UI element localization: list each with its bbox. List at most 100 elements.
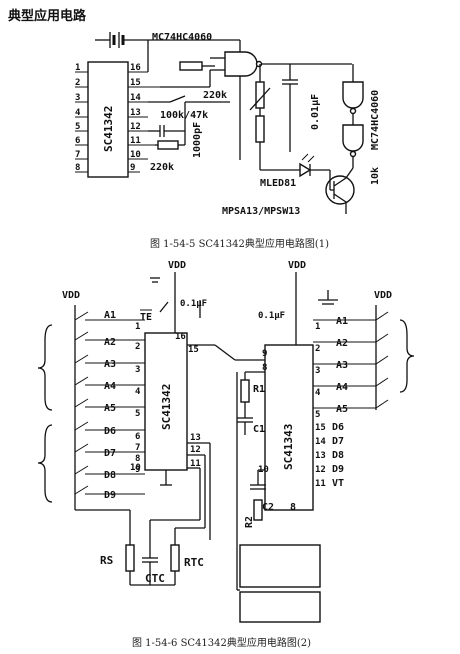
load-box-2 (239, 591, 321, 623)
pin-label: 16 (175, 332, 186, 342)
fig2-right-chip-pins: 1 2 3 4 5 15 14 13 12 11 (315, 322, 326, 489)
pin-label: 15 (130, 78, 141, 88)
pin-label: 16 (130, 63, 141, 73)
pin-label: 9 (130, 163, 135, 173)
chip-sc41342-fig1 (87, 61, 129, 178)
pin-label: 12 (315, 465, 326, 475)
line-label: A1 (104, 310, 116, 321)
pin-label: 13 (130, 108, 141, 118)
pin-label: 2 (75, 78, 80, 88)
pin-label: 4 (75, 108, 81, 118)
fig1-right-pins: 16 15 14 13 12 11 10 9 (128, 63, 160, 173)
line-label: A5 (104, 403, 116, 414)
pin-label: 7 (75, 150, 80, 160)
line-label: D8 (104, 470, 116, 481)
pin-label: 6 (75, 136, 80, 146)
vdd-top-right: VDD (288, 260, 306, 271)
r-100k-label: 100k/47k (160, 110, 208, 121)
c-1000pf-label: 1000pF (192, 122, 203, 158)
fig2-right-inputs: A1 A2 A3 A4 A5 D6 D7 D8 D9 VT (313, 305, 415, 489)
c-top-left: 0.1μF (180, 299, 207, 309)
pin-label: 11 (190, 459, 201, 469)
fig2-left-inputs: A1 A2 A3 A4 A5 D6 D7 D8 D9 (37, 305, 145, 511)
pin-label: 6 (135, 432, 140, 442)
resistor-220k-b (157, 140, 179, 150)
chip-sc41343 (264, 344, 314, 511)
resistor-r2 (253, 499, 263, 521)
r1-label: R1 (253, 384, 265, 395)
line-label: VT (332, 478, 344, 489)
chip-sc41342-fig2 (144, 332, 188, 471)
chip-label-fig1: SC41342 (102, 106, 115, 152)
pin-label: 3 (135, 365, 140, 375)
vdd-top-left: VDD (168, 260, 186, 271)
pin-label: 5 (315, 410, 320, 420)
pin-label: 3 (75, 93, 80, 103)
vdd-left: VDD (62, 290, 80, 301)
pin-label: 4 (135, 387, 141, 397)
line-label: D7 (332, 436, 344, 447)
pin-label: 8 (262, 363, 267, 373)
pin-label: 11 (315, 479, 326, 489)
pin-label: 9 (262, 349, 267, 359)
resistor-220k-a (179, 61, 203, 71)
pin-label: 1 (315, 322, 320, 332)
pin-label: 13 (315, 451, 326, 461)
gate-label-right: MC74HC4060 (370, 90, 381, 150)
line-label: D6 (332, 422, 344, 433)
pin-label: 3 (315, 366, 320, 376)
c2-label: C2 (262, 502, 274, 513)
led-symbol (299, 162, 312, 178)
load-box-1 (239, 544, 321, 588)
transistor-label: MPSA13/MPSW13 (222, 206, 300, 217)
nand-gate-2 (342, 81, 364, 109)
line-label: D9 (104, 490, 116, 501)
rtc-label: RTC (184, 556, 204, 569)
gate-label-top: MC74HC4060 (152, 32, 212, 43)
fig2-caption: 图 1-54-6 SC41342典型应用电路图(2) (132, 636, 311, 649)
line-label: A2 (104, 337, 116, 348)
nand-gate-1 (224, 51, 258, 77)
line-label: A5 (336, 404, 348, 415)
line-label: D8 (332, 450, 344, 461)
resistor-rs (125, 544, 135, 572)
pin-label: 1 (135, 322, 140, 332)
led-label: MLED81 (260, 178, 296, 189)
line-label: A1 (336, 316, 348, 327)
resistor-r1 (240, 379, 250, 403)
fig2-left-chip-pins: 1 2 3 4 5 6 7 8 9 10 (130, 322, 141, 475)
c-001uf-label: 0.01μF (310, 94, 321, 130)
r-220k-b-label: 220k (150, 162, 174, 173)
pin-label: 15 (315, 423, 326, 433)
pin-8-label: 8 (290, 502, 296, 513)
line-label: A2 (336, 338, 348, 349)
rs-label: RS (100, 554, 113, 567)
ctc-label: CTC (145, 572, 165, 585)
pin-label: 10 (130, 150, 141, 160)
fig1-left-pins: 1 2 3 4 5 6 7 8 (75, 63, 88, 173)
nand-gate-3 (342, 124, 364, 152)
pin-label: 14 (130, 93, 141, 103)
r-10k-label: 10k (370, 167, 381, 185)
pin-label: 5 (75, 122, 80, 132)
pin-label: 1 (75, 63, 80, 73)
pin-label: 8 (75, 163, 80, 173)
pin-label: 12 (190, 445, 201, 455)
right-chip-label: SC41343 (282, 424, 295, 470)
te-label: TE (140, 312, 152, 323)
pin-label: 13 (190, 433, 201, 443)
line-label: A3 (104, 359, 116, 370)
c1-label: C1 (253, 424, 265, 435)
pin-label: 9 (135, 465, 140, 475)
pin-label: 14 (315, 437, 326, 447)
pin-label: 5 (135, 409, 140, 419)
left-chip-label: SC41342 (160, 384, 173, 430)
figure-2: VDD VDD VDD VDD TE 0.1μF 0.1μF SC41342 1… (37, 260, 415, 649)
pin-label: 7 (135, 443, 140, 453)
line-label: D7 (104, 448, 116, 459)
r2-label: R2 (244, 516, 255, 528)
resistor-rtc (170, 544, 180, 572)
r-220k-a-label: 220k (203, 90, 227, 101)
line-label: A4 (336, 382, 348, 393)
